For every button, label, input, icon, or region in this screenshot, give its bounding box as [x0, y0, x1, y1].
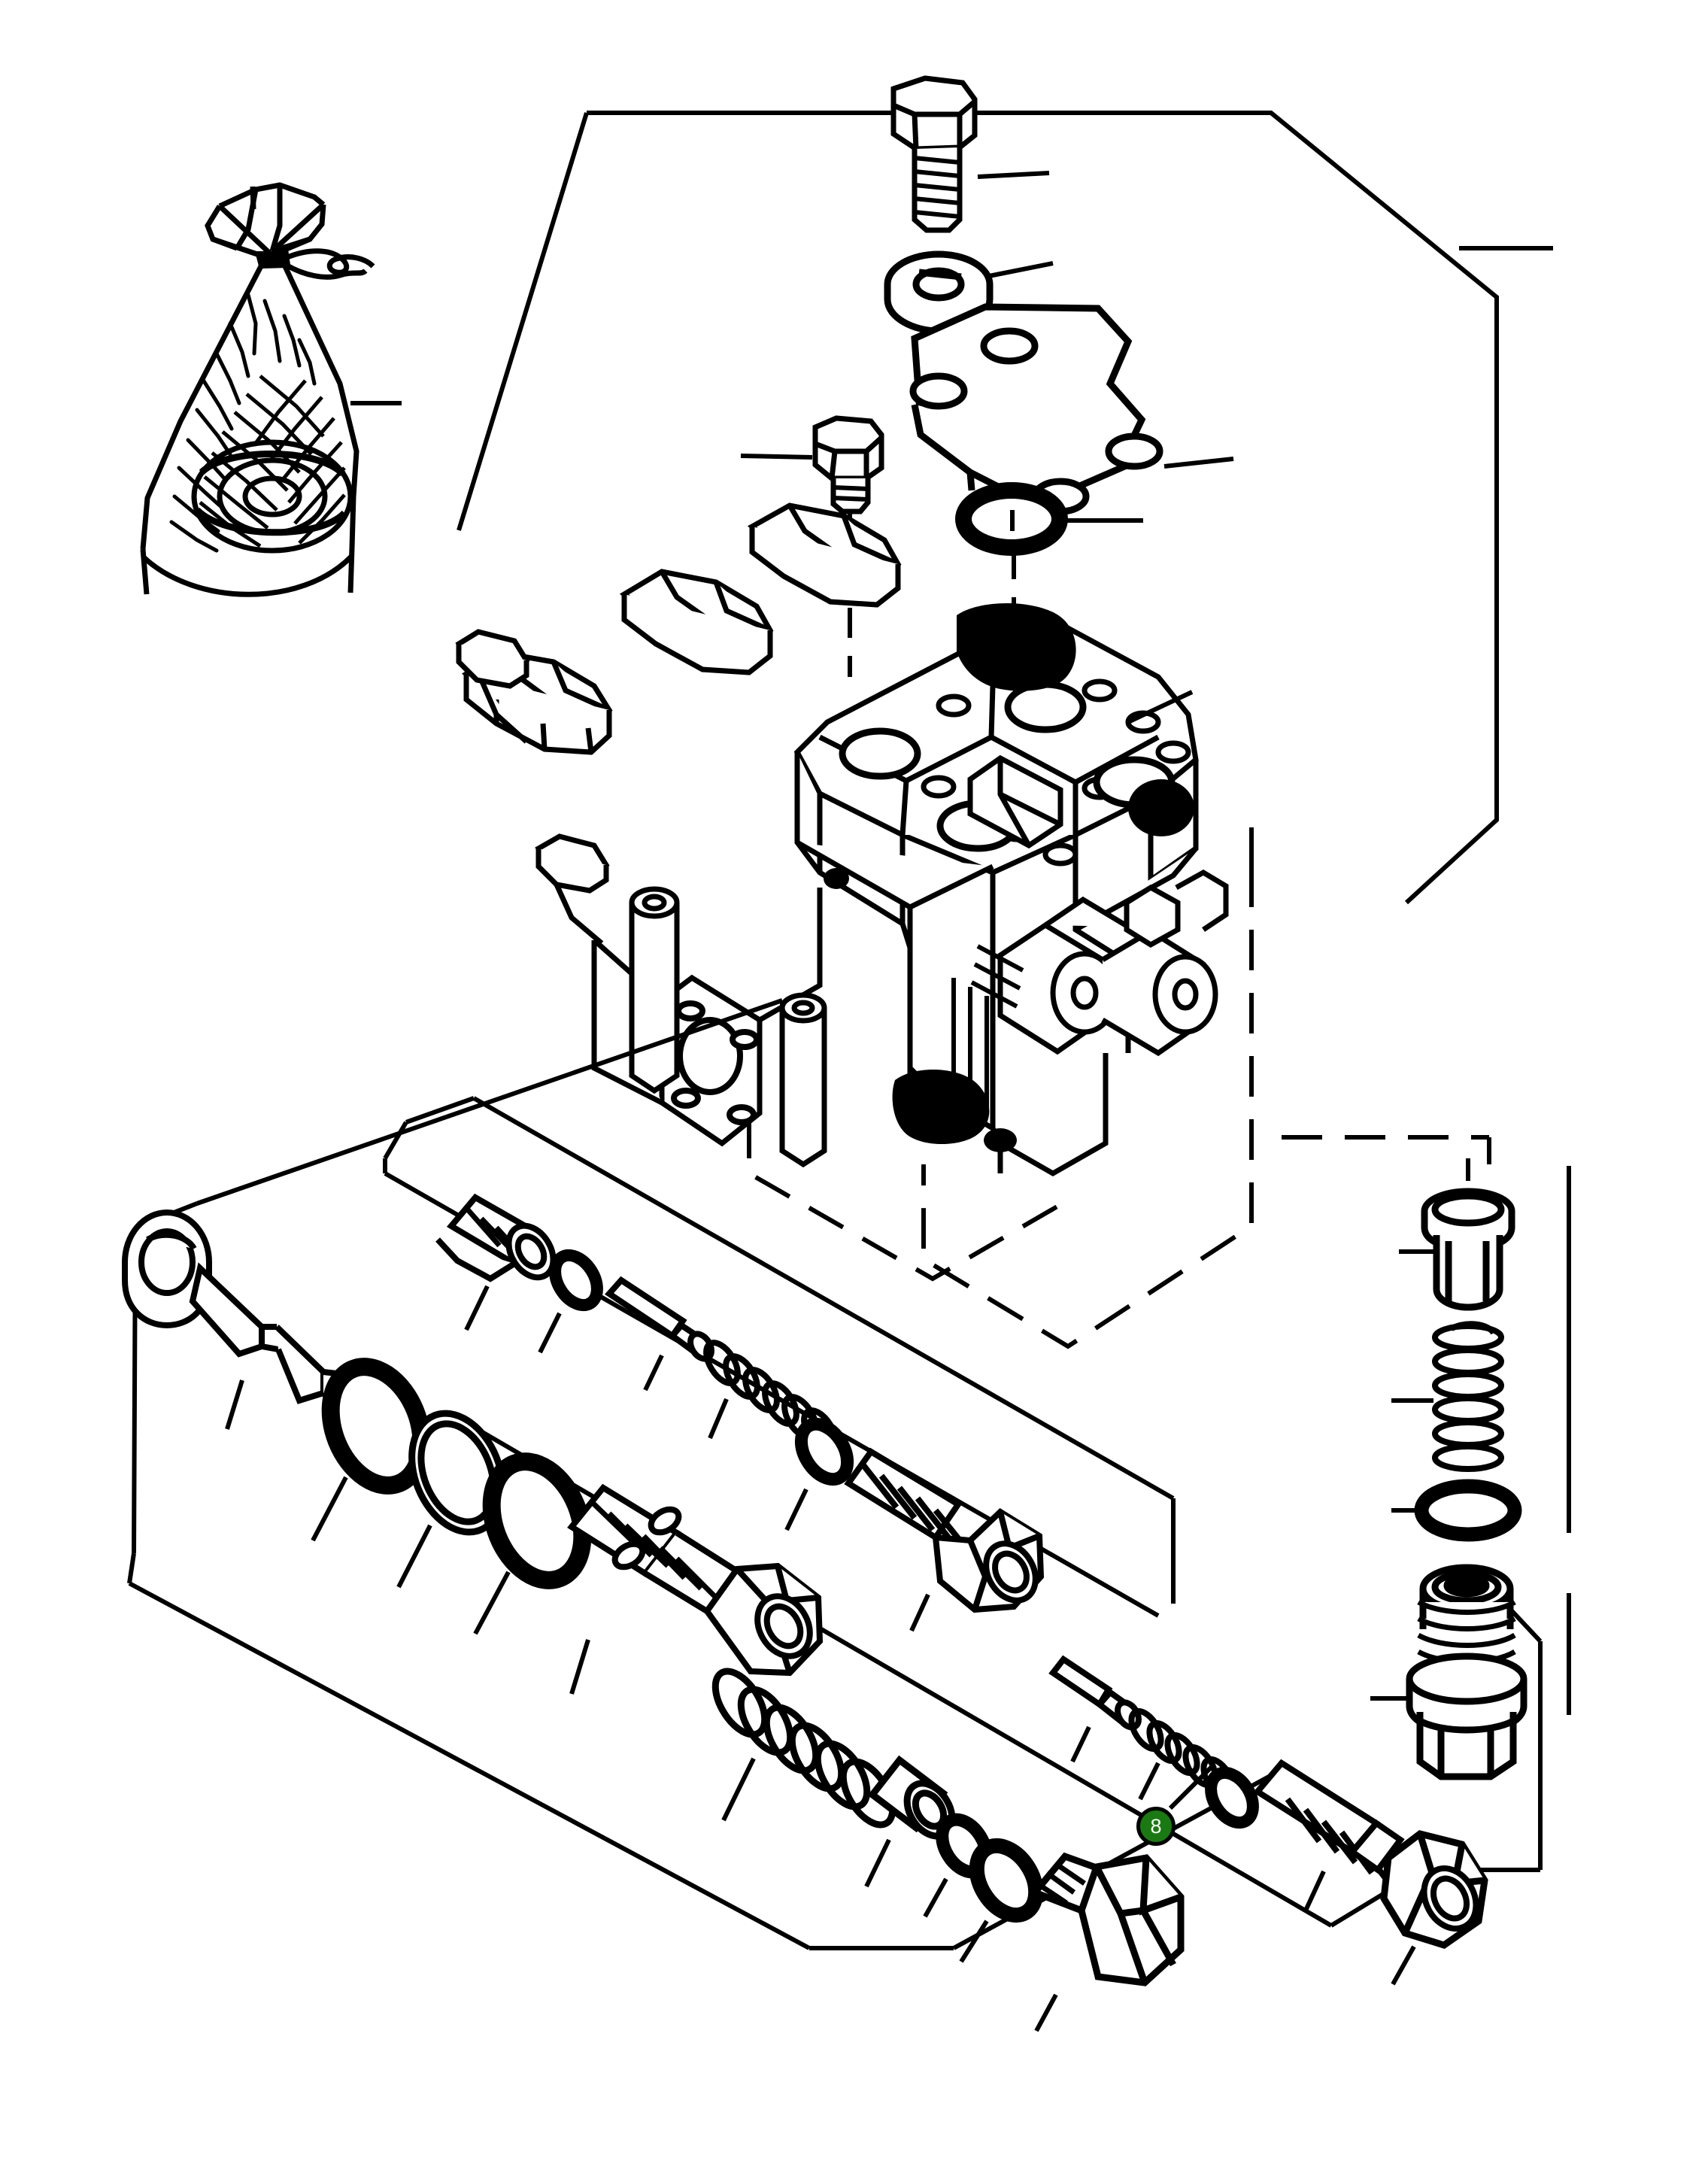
spring-washer-leader: [984, 261, 1054, 279]
relief-spring-large-leader: [721, 1757, 756, 1822]
hex-plug: [812, 415, 884, 514]
threaded-body-hexnut: [844, 1447, 1045, 1613]
o-ring-centre-b-leader: [784, 1488, 808, 1531]
o-ring-large-a-leader: [311, 1476, 348, 1542]
poppet-pin: [604, 1276, 714, 1362]
valve-spool-stem-leader: [225, 1379, 244, 1430]
o-ring-centre-b: [794, 1417, 854, 1486]
o-ring-small-b-leader: [959, 1920, 989, 1963]
o-ring-large-b: [482, 1452, 592, 1589]
poppet-sleeve-upper: [435, 1193, 557, 1282]
cap-plug-column: [1421, 1188, 1515, 1311]
cover-plate: [909, 303, 1163, 519]
valve-body-leader: [1127, 690, 1194, 724]
cover-plate-leader: [1163, 457, 1234, 469]
valve-body-dashed-panel: [921, 827, 1254, 1349]
threaded-stud-right: [1252, 1759, 1405, 1884]
o-ring-small-lower-right: [1205, 1766, 1259, 1829]
hex-head-bolt-upper-leader: [977, 171, 1050, 179]
backup-ring: [408, 1410, 506, 1536]
callout-badge-8[interactable]: 8: [1136, 1807, 1176, 1846]
threaded-valve-body-column: [1406, 1564, 1527, 1780]
spacer-sleeve-leader: [864, 1838, 891, 1888]
threaded-body-hexnut-leader: [909, 1593, 930, 1632]
hex-plug-lower: [1029, 1852, 1185, 1986]
o-ring-large-a: [321, 1358, 431, 1495]
callout-badge-label: 8: [1150, 1814, 1162, 1838]
relief-valve-cartridge: [567, 1483, 824, 1677]
poppet-sleeve-upper-leader: [464, 1285, 490, 1331]
backup-ring-leader: [396, 1524, 432, 1589]
upper-frame-panel: [457, 111, 1499, 905]
poppet-pin-right-leader: [1070, 1725, 1091, 1763]
lock-nut-right-leader: [1391, 1945, 1416, 1986]
o-ring-column: [1414, 1479, 1522, 1542]
o-ring-small-a-leader: [923, 1877, 948, 1918]
spring-centre-leader: [708, 1398, 729, 1440]
spring-column: [1432, 1321, 1504, 1472]
hex-plug-lower-leader: [1034, 1993, 1058, 2032]
valve-body-black-plugs: [824, 602, 1194, 1152]
lock-nut-right: [1380, 1830, 1488, 1949]
o-ring-small-b: [969, 1838, 1044, 1923]
hex-plug-leader: [740, 454, 813, 460]
poppet-pin-leader: [643, 1354, 664, 1392]
callout-8-leader: [1168, 1764, 1215, 1810]
valve-body-dashed-panel-inner: [747, 1119, 1077, 1282]
relief-valve-cartridge-leader: [569, 1639, 590, 1695]
hex-head-bolt-upper: [890, 75, 978, 233]
parts-bag: [140, 182, 375, 597]
valve-spool-stem: [122, 1209, 350, 1406]
spring-right-leader: [1138, 1762, 1160, 1801]
o-ring-centre-a-leader: [538, 1312, 562, 1354]
o-ring-large-b-leader: [473, 1571, 511, 1635]
right-column-dashed-panel: [1282, 1135, 1491, 1164]
threaded-stud-right-leader: [1303, 1870, 1326, 1912]
o-ring-centre-a: [549, 1249, 603, 1312]
